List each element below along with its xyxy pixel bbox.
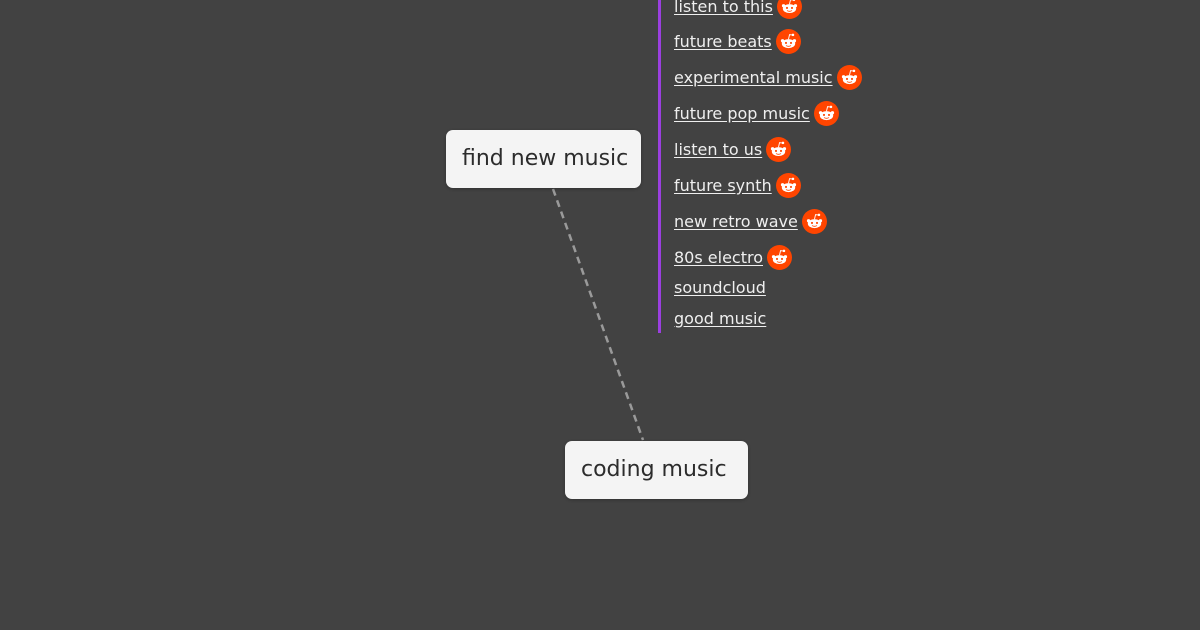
link-item[interactable]: future synth	[674, 171, 801, 199]
reddit-icon[interactable]	[775, 28, 801, 54]
node-coding-music[interactable]: coding music	[565, 441, 748, 499]
link-item[interactable]: new retro wave	[674, 207, 827, 235]
link-listen-to-us[interactable]: listen to us	[674, 139, 763, 159]
link-item[interactable]: future pop music	[674, 99, 839, 127]
reddit-icon[interactable]	[776, 0, 802, 19]
link-item[interactable]: listen to this	[674, 0, 802, 20]
reddit-icon[interactable]	[767, 244, 792, 270]
link-item[interactable]: future beats	[674, 27, 801, 55]
reddit-icon[interactable]	[766, 136, 792, 162]
link-good-music[interactable]: good music	[674, 308, 767, 328]
link-future-beats[interactable]: future beats	[674, 31, 772, 51]
reddit-icon[interactable]	[836, 64, 862, 90]
node-find-new-music[interactable]: find new music	[446, 130, 641, 188]
link-future-synth[interactable]: future synth	[674, 175, 772, 195]
reddit-icon[interactable]	[775, 172, 801, 198]
link-future-pop-music[interactable]: future pop music	[674, 103, 810, 123]
link-new-retro-wave[interactable]: new retro wave	[674, 211, 798, 231]
link-listen-to-this[interactable]: listen to this	[674, 0, 773, 16]
link-80s-electro[interactable]: 80s electro	[674, 247, 763, 267]
dashed-link	[551, 188, 645, 441]
link-item[interactable]: good music	[674, 304, 766, 332]
link-item[interactable]: 80s electro	[674, 243, 792, 271]
link-item[interactable]: experimental music	[674, 63, 862, 91]
link-experimental-music[interactable]: experimental music	[674, 67, 833, 87]
link-item[interactable]: soundcloud	[674, 273, 766, 301]
reddit-icon[interactable]	[813, 100, 839, 126]
reddit-icon[interactable]	[801, 208, 827, 234]
link-item[interactable]: listen to us	[674, 135, 792, 163]
link-list-panel: listen to this future beats	[658, 0, 958, 333]
link-soundcloud[interactable]: soundcloud	[674, 277, 766, 297]
